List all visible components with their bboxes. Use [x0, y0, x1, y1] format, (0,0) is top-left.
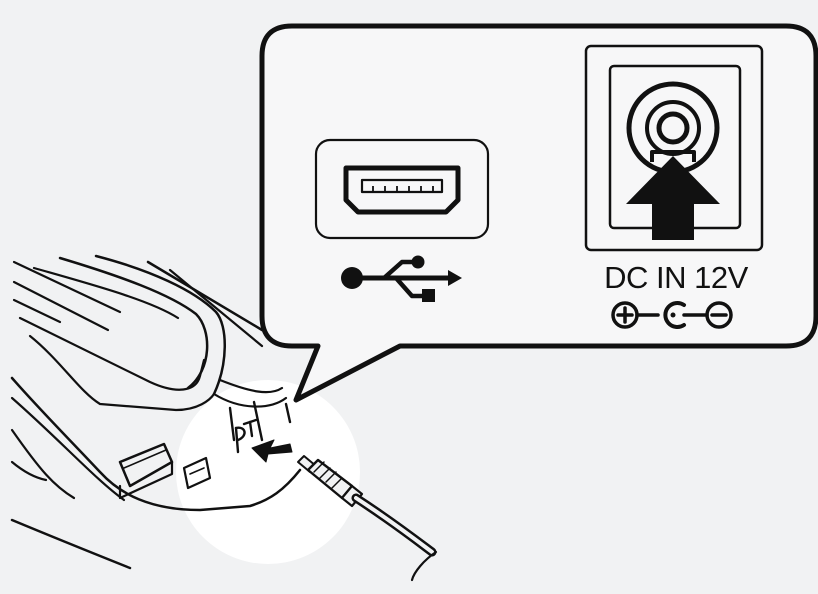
device-port-glyph [234, 418, 258, 454]
power-plug [297, 455, 438, 582]
usb-port [314, 138, 490, 240]
power-label: DC IN 12V [604, 260, 748, 295]
polarity-icon [611, 301, 733, 329]
callout-bubble [259, 23, 818, 403]
usb-icon [341, 255, 462, 302]
device-body [10, 254, 302, 570]
insert-arrow-icon [251, 439, 293, 463]
power-label-group: DC IN 12V [604, 260, 749, 295]
port-highlight [176, 380, 360, 564]
up-arrow-icon [626, 156, 720, 240]
